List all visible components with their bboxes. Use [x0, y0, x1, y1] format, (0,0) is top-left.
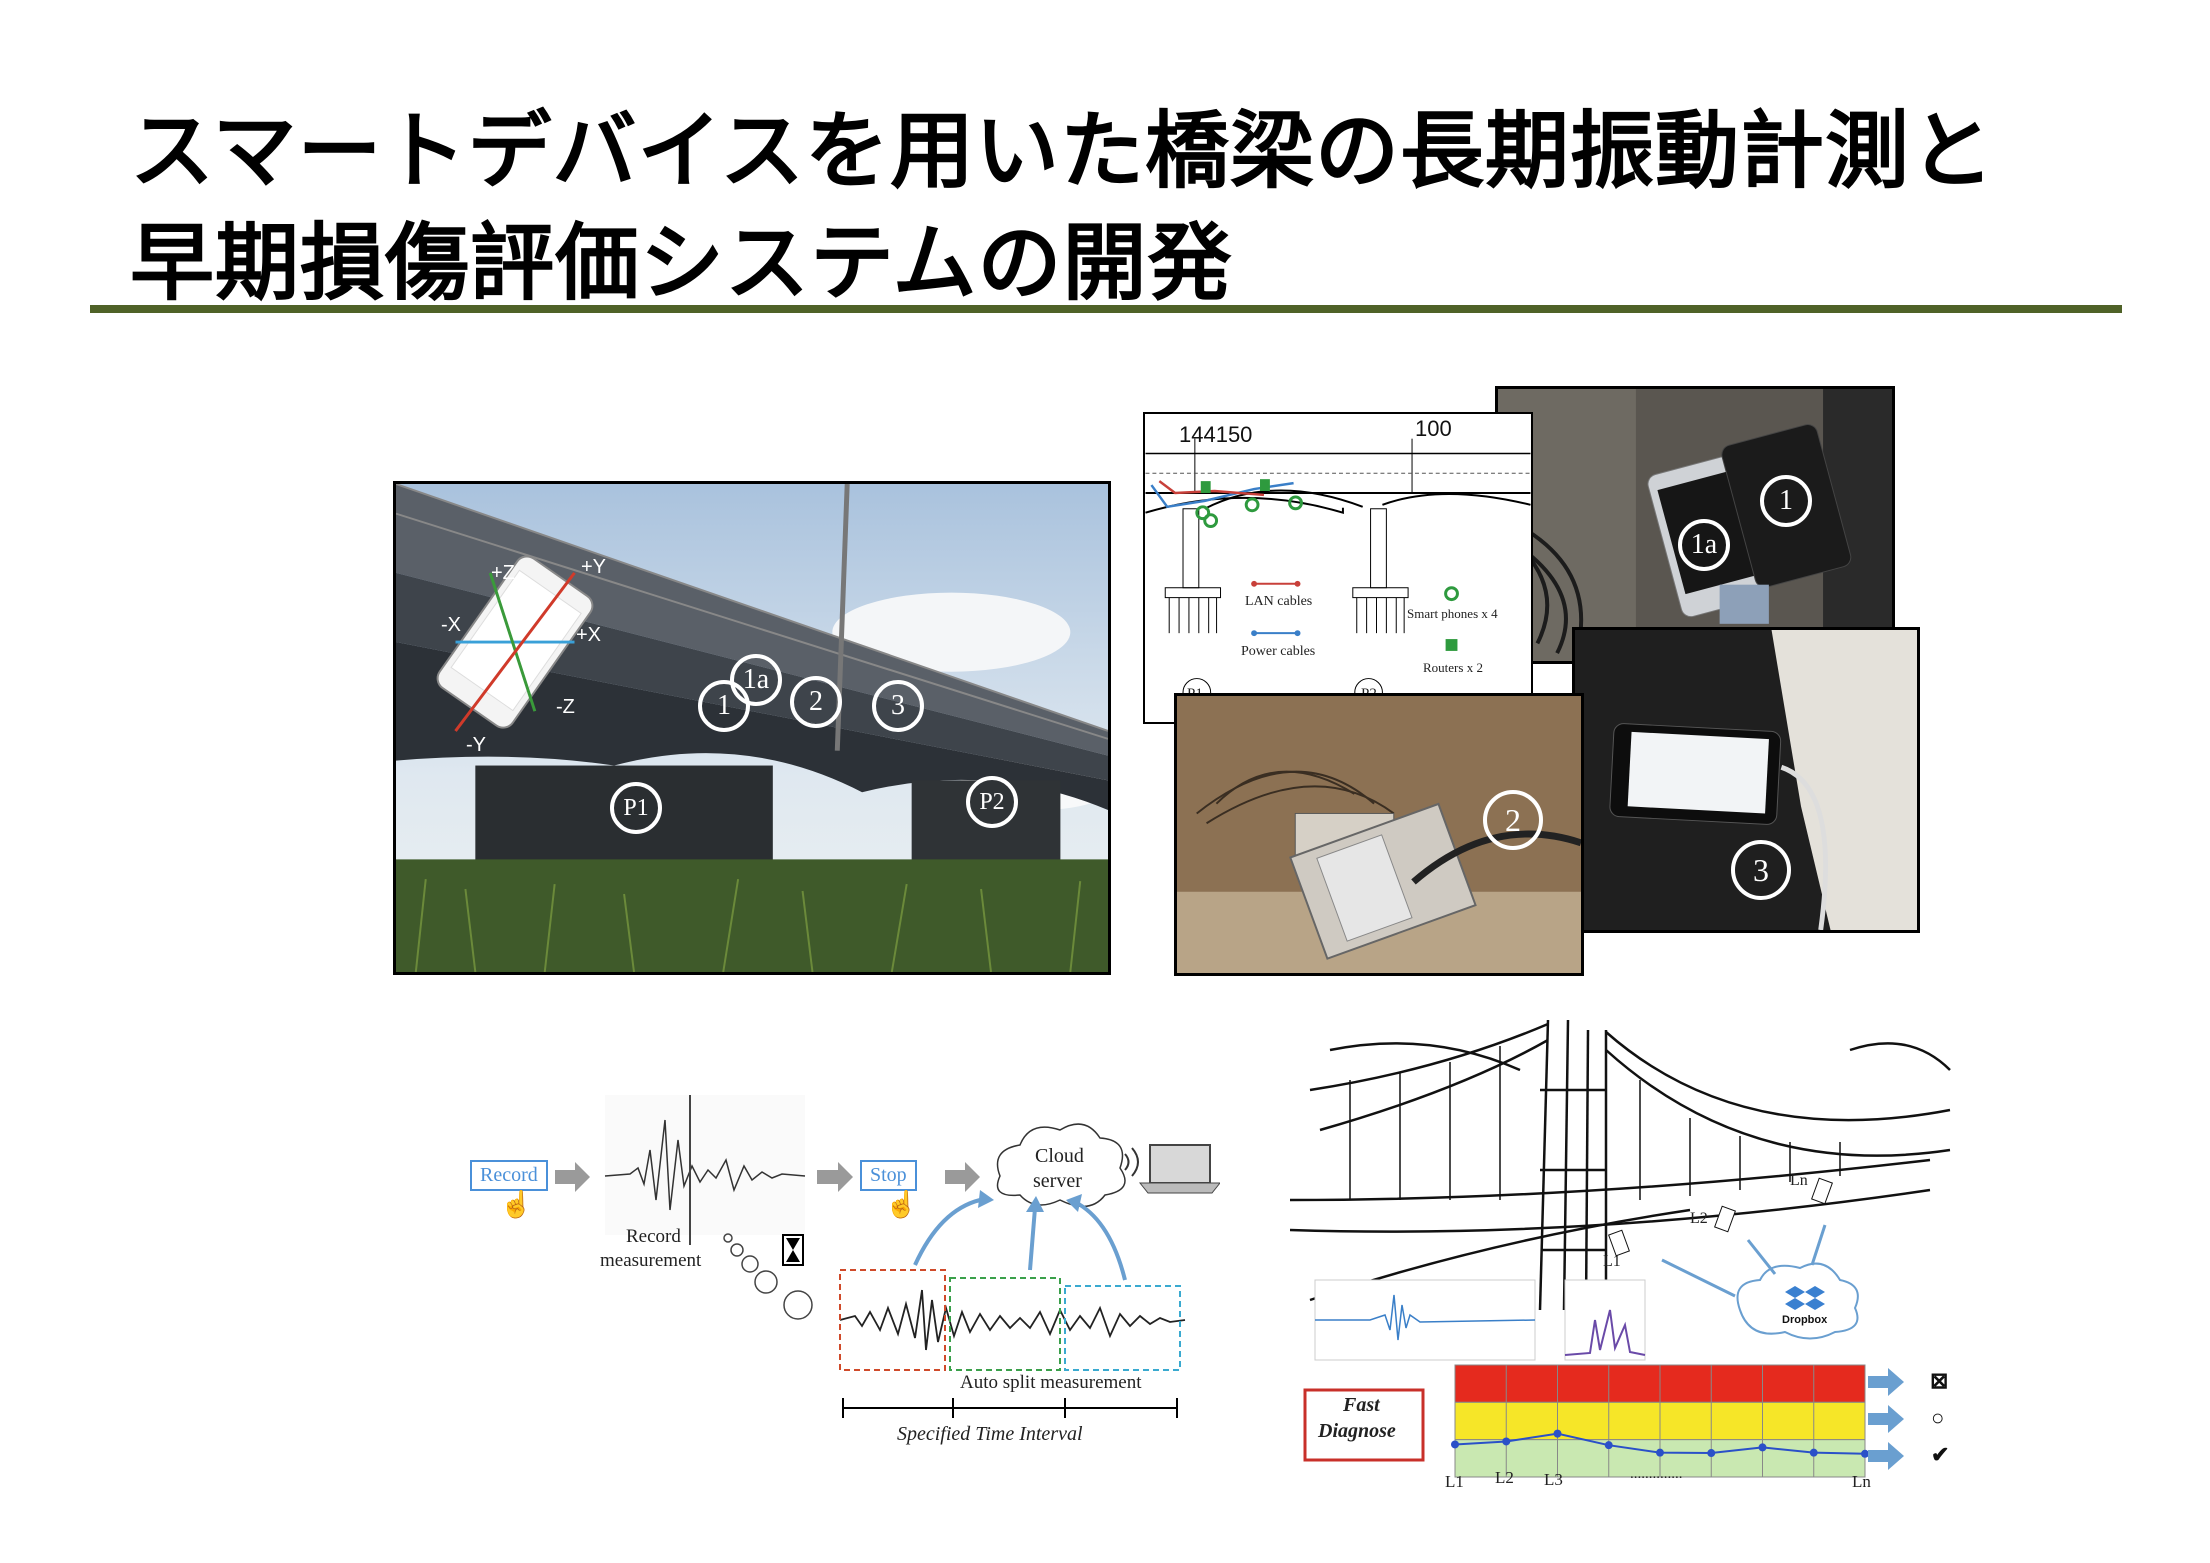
phone-label-ln: Ln	[1790, 1172, 1808, 1189]
pointer-hand-icon-2: ☝	[885, 1190, 918, 1219]
x-label-l3: L3	[1544, 1470, 1563, 1489]
sensor-marker-1a: 1a	[730, 654, 782, 706]
x-label-l1: L1	[1445, 1472, 1464, 1491]
record-caption-line1: Record	[626, 1226, 681, 1247]
diagnosis-point	[1707, 1449, 1716, 1458]
dimension-label-2: 100	[1415, 416, 1452, 441]
axis-label-mx: -X	[441, 614, 461, 636]
title-underline	[90, 305, 2122, 313]
check-icon: ✔	[1931, 1442, 1950, 1467]
diagnosis-point	[1656, 1448, 1664, 1457]
fast-diagnose-line2: Diagnose	[1318, 1420, 1396, 1442]
cloud-label-line2: server	[1033, 1170, 1082, 1192]
legend-routers: Routers x 2	[1423, 660, 1483, 675]
diagnosis-point	[1861, 1449, 1869, 1458]
slide-title: スマートデバイスを用いた橋梁の長期振動計測と 早期損傷評価システムの開発	[130, 95, 2080, 319]
boxed-x-icon: ⊠	[1930, 1368, 1949, 1393]
diagnosis-panel: L1 L2 Ln Dropbox Fast Diagnose L1 L2 L3 …	[1290, 1010, 1970, 1500]
measurement-workflow: Record Stop ☝ ☝ Record measurement Cloud…	[460, 1090, 1220, 1470]
bridge-drawing: 144150 100 LAN cables Power cables Smart…	[1143, 412, 1533, 724]
title-line-1: スマートデバイスを用いた橋梁の長期振動計測と	[130, 102, 1995, 200]
pointer-hand-icon: ☝	[500, 1190, 533, 1219]
dropbox-label: Dropbox	[1782, 1314, 1828, 1326]
interval-label: Specified Time Interval	[897, 1423, 1083, 1445]
device-marker-2: 2	[1483, 790, 1543, 850]
x-label-ln: Ln	[1852, 1472, 1871, 1491]
device-photo-1: 1a 1	[1495, 386, 1895, 664]
device-marker-1: 1	[1760, 475, 1812, 527]
axis-label-py: +Y	[581, 556, 607, 578]
device-marker-3: 3	[1731, 840, 1791, 900]
x-label-ellipsis: ..............	[1630, 1466, 1683, 1482]
diagnosis-point	[1604, 1441, 1613, 1450]
diagnosis-point	[1502, 1437, 1511, 1446]
device-marker-1a: 1a	[1678, 519, 1730, 571]
stop-button[interactable]: Stop	[860, 1160, 917, 1191]
record-caption-line2: measurement	[600, 1250, 702, 1271]
pier-marker-p1: P1	[610, 782, 662, 834]
sensor-marker-1: 1	[698, 680, 750, 732]
fast-diagnose-line1: Fast	[1343, 1394, 1380, 1416]
legend-smart-phones: Smart phones x 4	[1407, 606, 1498, 621]
legend-power-cables: Power cables	[1241, 644, 1316, 659]
sensor-marker-2: 2	[790, 676, 842, 728]
phone-label-l1: L1	[1603, 1253, 1621, 1270]
axis-label-mz: -Z	[556, 696, 575, 718]
axis-label-px: +X	[576, 624, 602, 646]
legend-lan-cables: LAN cables	[1245, 594, 1313, 609]
x-label-l2: L2	[1495, 1468, 1514, 1487]
diagnosis-point	[1758, 1443, 1767, 1452]
phone-label-l2: L2	[1690, 1210, 1708, 1227]
title-line-2: 早期損傷評価システムの開発	[130, 214, 1233, 312]
axis-label-my: -Y	[466, 734, 486, 756]
diagnosis-point	[1553, 1429, 1562, 1438]
diagnosis-point	[1809, 1448, 1818, 1457]
bridge-photo: +Z -Z +X -X +Y -Y 1 1a 2 3 P1 P2	[393, 481, 1111, 975]
device-photo-2: 2	[1174, 693, 1584, 976]
circle-icon: ○	[1931, 1405, 1945, 1430]
pier-marker-p2: P2	[966, 776, 1018, 828]
diagnosis-point	[1451, 1440, 1459, 1449]
auto-split-label: Auto split measurement	[960, 1372, 1142, 1393]
record-button[interactable]: Record	[470, 1160, 548, 1191]
axis-label-pz: +Z	[491, 562, 515, 584]
dimension-label-1: 144150	[1179, 422, 1253, 447]
sensor-marker-3: 3	[872, 680, 924, 732]
cloud-label-line1: Cloud	[1035, 1145, 1084, 1167]
device-photo-3: 3	[1572, 627, 1920, 933]
